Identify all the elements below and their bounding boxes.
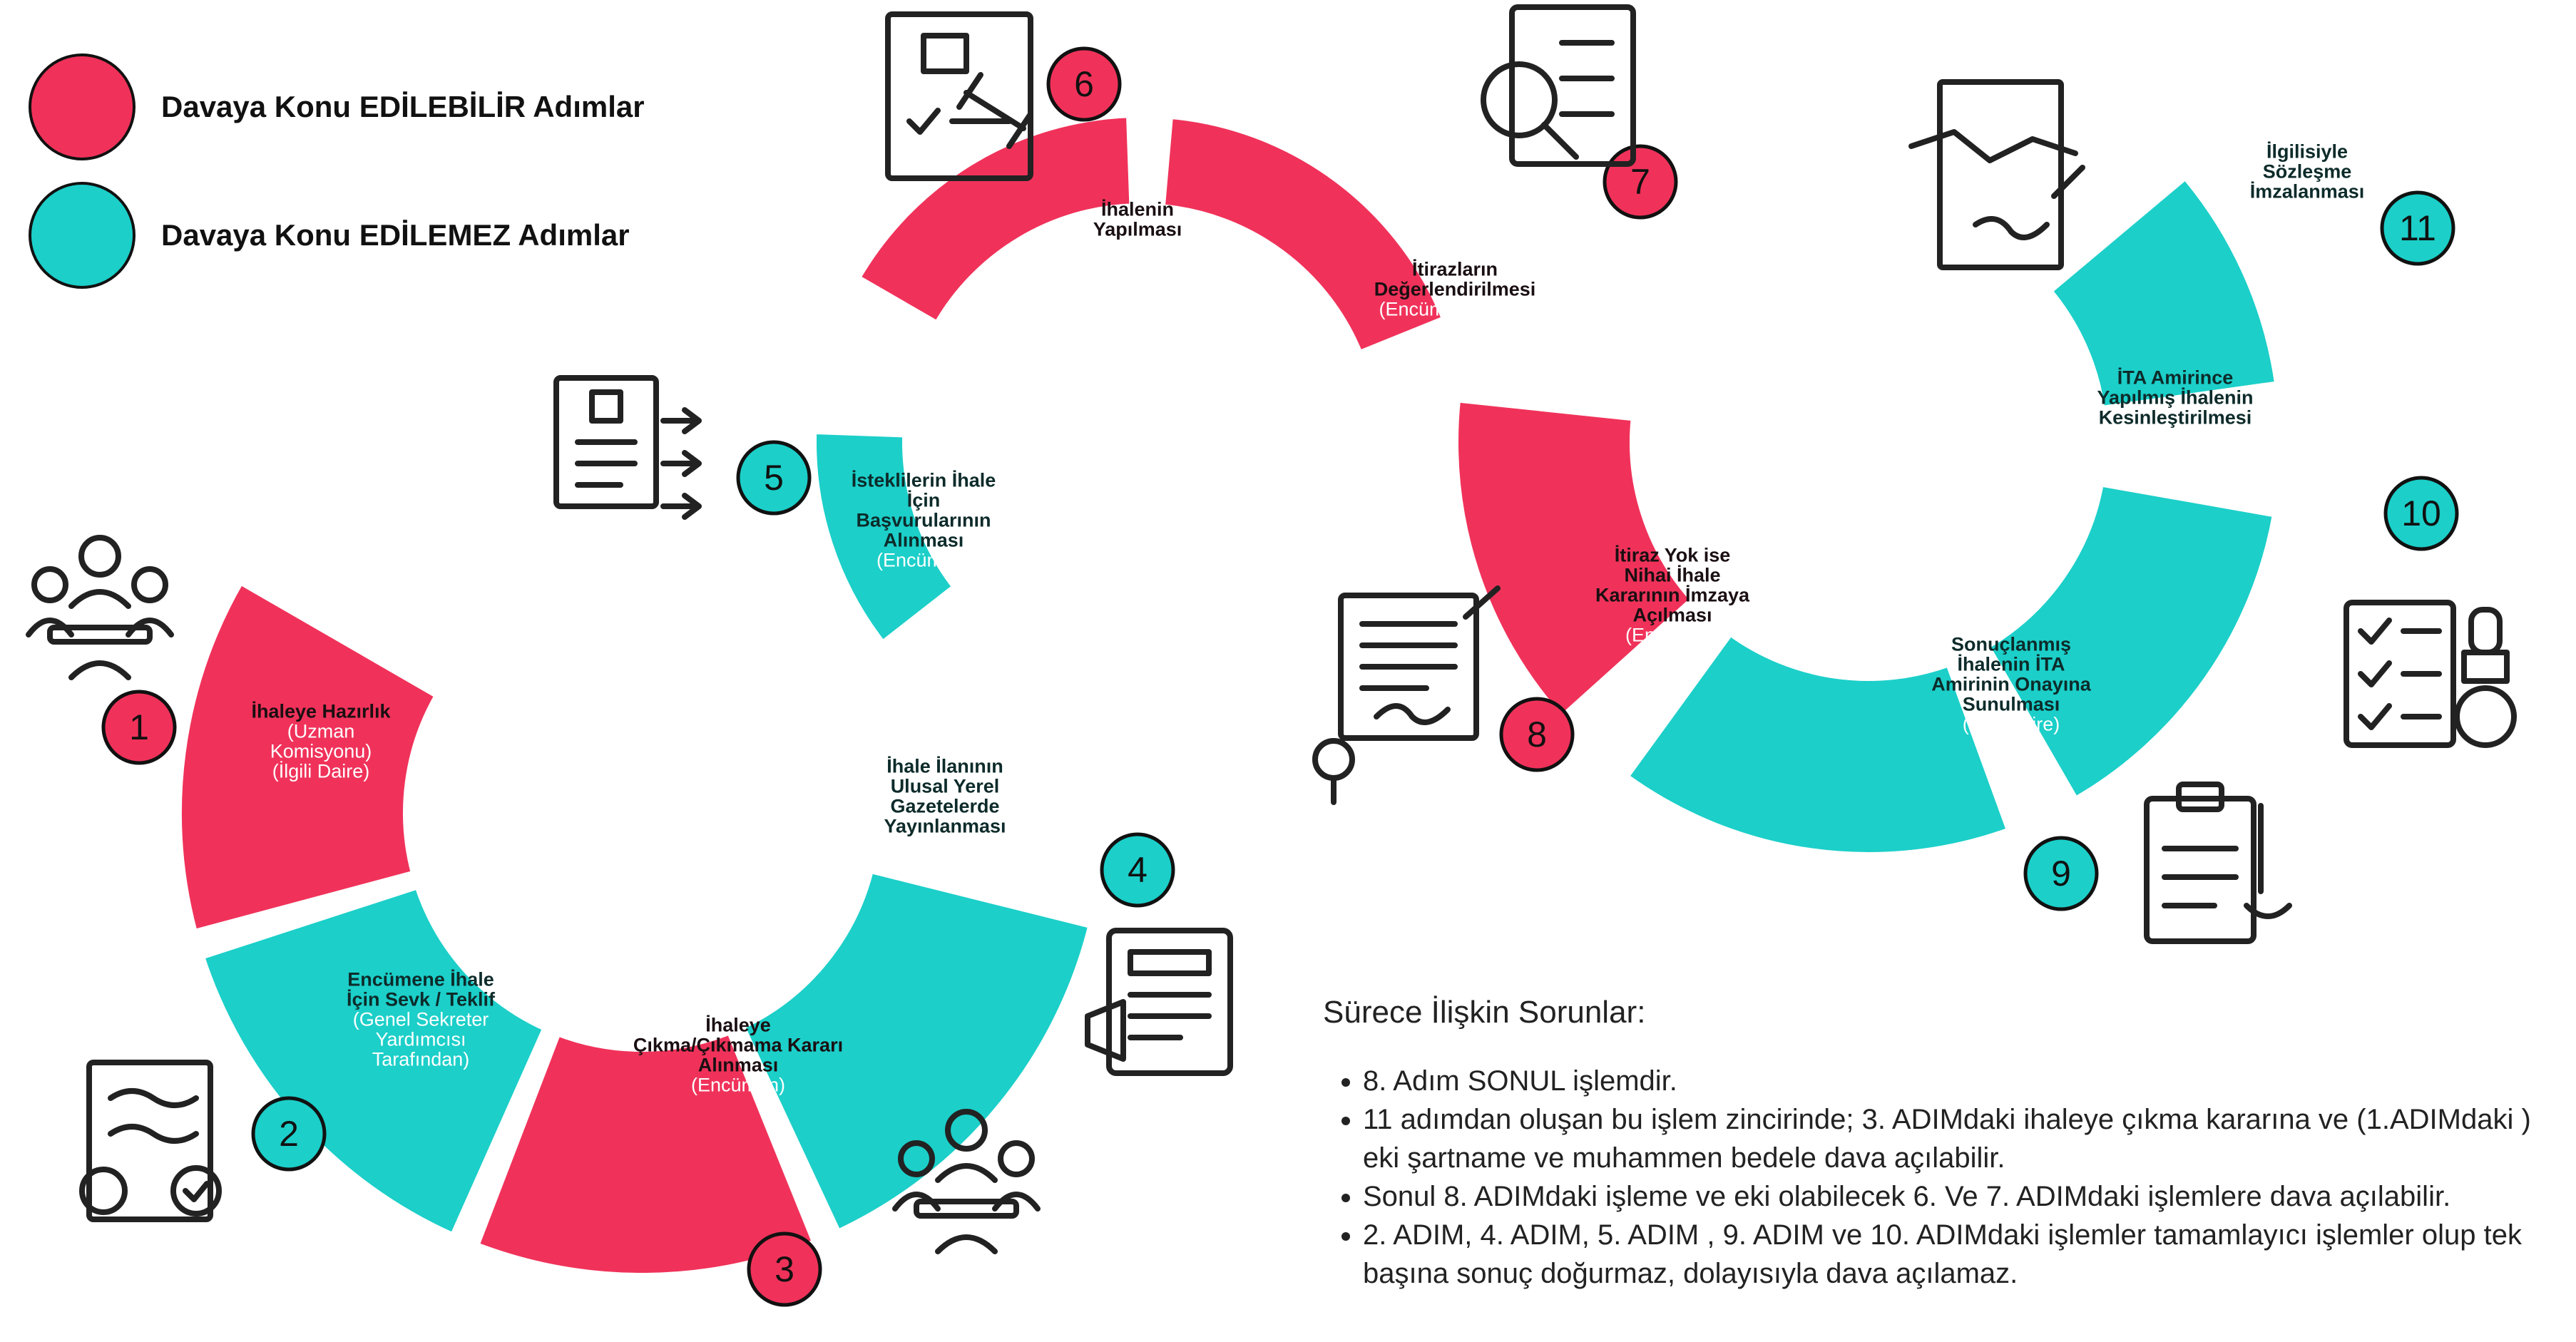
step-9-badge: 9 [2023, 836, 2099, 911]
signed-document-icon [1312, 585, 1501, 805]
step-8-badge: 8 [1499, 697, 1575, 772]
step-numbers: 1 2 3 4 5 6 7 8 9 10 11 [101, 46, 2459, 1307]
step-3-badge: 3 [747, 1231, 822, 1307]
handshake-contract-icon [1908, 79, 2085, 270]
document-submission-icon [553, 375, 702, 520]
step-1-number: 1 [129, 707, 149, 747]
step-10-badge: 10 [2383, 476, 2459, 551]
step-9-segment [1620, 627, 2015, 859]
step-icons [26, 4, 2517, 1254]
step-2-segment [196, 881, 551, 1241]
legend-swatch-non-litigable [29, 182, 136, 289]
step-5-badge: 5 [736, 440, 812, 516]
step-10-segment [1981, 478, 2280, 806]
auction-gavel-icon [885, 11, 1033, 181]
process-issues-panel: Sürece İlişkin Sorunlar: 8. Adım SONUL i… [1323, 995, 2564, 1293]
issues-title: Sürece İlişkin Sorunlar: [1323, 995, 1646, 1030]
step-7-number: 7 [1630, 162, 1650, 202]
step-11-segment [2043, 171, 2283, 414]
legend-swatch-litigable [29, 53, 136, 160]
step-6-number: 6 [1074, 64, 1094, 104]
decision-meeting-icon [892, 1109, 1041, 1254]
step-6-segment [852, 111, 1137, 329]
document-approval-icon [79, 1060, 222, 1222]
step-4-number: 4 [1128, 850, 1148, 890]
legend-item-litigable: Davaya Konu EDİLEBİLİR Adımlar [29, 43, 645, 171]
legend-label-non-litigable: Davaya Konu EDİLEMEZ Adımlar [161, 218, 630, 252]
issue-item: 8. Adım SONUL işlemdir. [1363, 1062, 2564, 1100]
step-7-segment [1157, 111, 1451, 359]
issue-item: 11 adımdan oluşan bu işlem zincirinde; 3… [1363, 1100, 2564, 1177]
step-4-badge: 4 [1100, 832, 1175, 908]
segments [175, 111, 2283, 1280]
newspaper-megaphone-icon [1085, 928, 1233, 1076]
step-2-badge: 2 [251, 1096, 327, 1172]
step-6-badge: 6 [1046, 46, 1122, 122]
issue-item: Sonul 8. ADIMdaki işleme ve eki olabilec… [1363, 1177, 2564, 1216]
legend: Davaya Konu EDİLEBİLİR Adımlar Davaya Ko… [29, 43, 645, 299]
step-3-number: 3 [775, 1249, 794, 1289]
checklist-magnifier-icon [1481, 4, 1636, 167]
step-1-segment [175, 576, 444, 938]
step-10-number: 10 [2401, 493, 2441, 533]
step-5-segment [809, 426, 961, 650]
step-11-number: 11 [2399, 208, 2436, 248]
legend-item-non-litigable: Davaya Konu EDİLEMEZ Adımlar [29, 171, 645, 299]
meeting-people-icon [26, 535, 174, 680]
issues-list: 8. Adım SONUL işlemdir. 11 adımdan oluşa… [1323, 1062, 2564, 1293]
step-11-badge: 11 [2380, 190, 2455, 266]
step-9-number: 9 [2051, 854, 2071, 893]
checklist-stamp-icon [2344, 600, 2517, 748]
step-5-number: 5 [764, 458, 784, 498]
issue-item: 2. ADIM, 4. ADIM, 5. ADIM , 9. ADIM ve 1… [1363, 1216, 2564, 1293]
step-7-badge: 7 [1603, 144, 1678, 220]
step-8-number: 8 [1527, 714, 1547, 754]
step-4-segment [736, 865, 1096, 1238]
legend-label-litigable: Davaya Konu EDİLEBİLİR Adımlar [161, 90, 645, 123]
clipboard-hand-icon [2144, 782, 2292, 944]
step-1-badge: 1 [101, 690, 177, 765]
step-2-number: 2 [279, 1114, 299, 1154]
